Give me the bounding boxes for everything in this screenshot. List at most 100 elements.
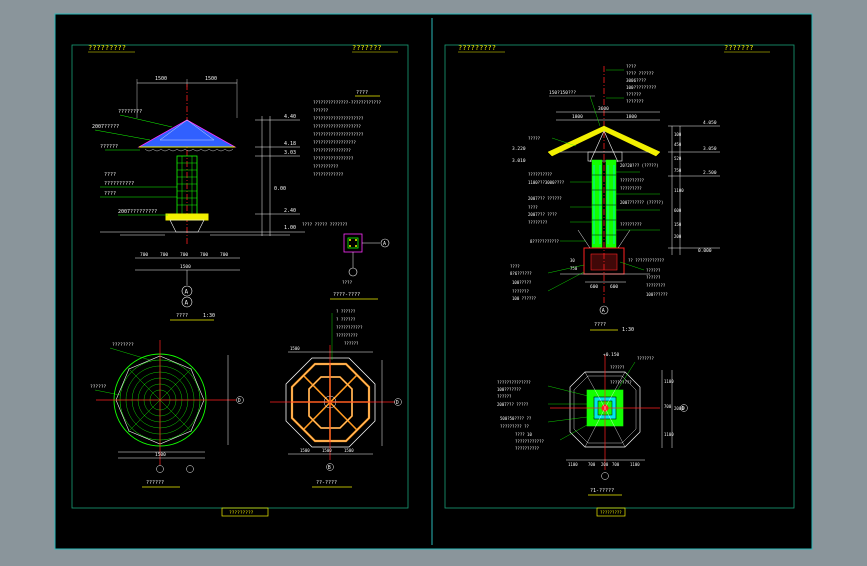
- plan-dim-right-1: 1100: [664, 379, 674, 384]
- right-callout-1: 20?20??? (?????): [620, 163, 659, 168]
- plan-dim-bottom-1: 1100: [568, 462, 578, 467]
- right-callout-10: 100??????: [646, 292, 668, 297]
- section-marker: A: [602, 308, 605, 314]
- right-callout-3: ?????????: [620, 186, 642, 191]
- base-plan-callout-4: ?????????: [336, 333, 358, 338]
- pavilion-plan: +0.150 ?????????????? 100??????? ?????? …: [497, 352, 688, 496]
- section-marker-1: A: [185, 289, 189, 296]
- base-plan-callout-1: ? ??????: [336, 309, 356, 314]
- left-callout-10: 8?6??????: [510, 271, 532, 276]
- left-title-block: [221, 507, 269, 517]
- right-callout-9: ????????: [646, 283, 666, 288]
- span-dim-right: 1800: [626, 114, 637, 120]
- plan-callout-left-4: 2007??? ?????: [497, 402, 529, 407]
- base-dim-total: 1500: [180, 264, 191, 270]
- left-header-left: ?????????: [88, 44, 126, 52]
- base-plan-dim-3: 1500: [344, 448, 354, 453]
- elevation-mark-1: 4.40: [284, 114, 296, 120]
- column-detail: ???? ????? ??????? A ???? ????-????: [302, 222, 390, 300]
- gallery-dim-1: 1500: [155, 76, 167, 82]
- vert-dim-10: 750: [570, 266, 578, 271]
- ridge-callout: 150?150???: [549, 90, 576, 96]
- top-callout-5: ??????: [626, 92, 642, 97]
- plan-marker: D: [682, 406, 685, 412]
- plan-callout-top-1: ???????: [637, 356, 654, 361]
- body-callout-1: ????: [104, 172, 116, 178]
- left-callout-9: ????: [510, 264, 520, 269]
- left-callout-3: 1100???3000????: [528, 180, 565, 185]
- vert-dim-4: 750: [674, 168, 682, 173]
- vert-dim-8: 200: [674, 234, 682, 239]
- umbrella-elevation: 1500 1500: [92, 76, 305, 321]
- plan-dim-bottom-2: 700: [588, 462, 596, 467]
- gallery-dim-2: 1500: [205, 76, 217, 82]
- base-plan: 1500 1500 1500 1500 ? ?????? ? ?????? ??…: [270, 309, 402, 488]
- section-title: ????: [176, 313, 188, 319]
- elevation-mark-3: 3.03: [284, 150, 296, 156]
- base-dim-5: 700: [220, 252, 228, 258]
- body-callout-4: 2007?????????: [118, 209, 157, 215]
- drawing-sheet: [54, 13, 813, 550]
- base-dim-2: 700: [160, 252, 168, 258]
- plan-callout-left-7: ???? 10: [515, 432, 532, 437]
- plan-dim-bottom-3: 200: [601, 462, 609, 467]
- right-callout-2: ??????????: [620, 178, 645, 183]
- roof-plan-callout-1: ????????: [112, 342, 134, 348]
- detail-title: ????-????: [333, 292, 360, 298]
- vert-dim-6: 600: [674, 208, 682, 213]
- top-callout-4: 100?????????: [626, 85, 657, 90]
- design-notes: ???? ??????????????-???????????? ?????? …: [313, 90, 382, 177]
- base-plan-title: ??-????: [316, 480, 337, 486]
- left-header-right: ???????: [352, 44, 382, 52]
- plan-callout-left-3: ??????: [497, 394, 512, 399]
- right-section-title: ????: [594, 322, 606, 328]
- span-dim-total: 3600: [598, 106, 609, 112]
- svg-text:A: A: [383, 241, 386, 247]
- roof-plan-marker: D: [238, 398, 241, 404]
- top-callout-3: 3006????: [626, 78, 647, 83]
- left-callout-8: 8???????????: [530, 239, 559, 244]
- base-dim-3: 700: [180, 252, 188, 258]
- base-plan-marker-b: B: [328, 465, 331, 471]
- right-title-block-text: ?????????: [600, 510, 622, 515]
- plan-callout-left-8: ????????????: [515, 439, 544, 444]
- elevation-3: 2.500: [703, 170, 717, 176]
- elevation-mark-5: 1.00: [284, 225, 296, 231]
- detail-note: ???? ????? ???????: [302, 222, 348, 227]
- note-line-5: ????????????????????: [313, 132, 364, 137]
- left-callout-4: 2007??? ??????: [528, 196, 562, 201]
- left-callout-12: ???????: [512, 289, 529, 294]
- left-callout-5: ????: [528, 205, 538, 210]
- plan-callout-left-2: 100???????: [497, 387, 522, 392]
- base-dim-4: 700: [200, 252, 208, 258]
- left-callout-1: ?????: [528, 136, 541, 141]
- left-callout-2: ??????????: [528, 172, 553, 177]
- note-line-7: ???????????????: [313, 148, 351, 153]
- left-sheet: ????????? ??????? 1500 1500: [71, 44, 409, 517]
- left-callout-11: 100?????: [512, 280, 532, 285]
- right-section-scale: 1:30: [622, 327, 634, 333]
- base-dim-1: 700: [140, 252, 148, 258]
- vert-dim-3: 520: [674, 156, 682, 161]
- right-sheet: ????????? ??????? 3600 1800 1800: [444, 44, 795, 517]
- top-callout-6: ???????: [626, 99, 644, 104]
- left-elev-2: 3.010: [512, 158, 526, 164]
- section-marker-2: A: [185, 300, 189, 307]
- vert-dim-2: 450: [674, 142, 682, 147]
- right-callout-7: ??????: [646, 268, 661, 273]
- roof-plan-callout-2: ??????: [90, 384, 107, 390]
- elevation-2: 3.050: [703, 146, 717, 152]
- plan-callout-top-2: ??????: [610, 365, 625, 370]
- base-plan-dim-2: 1500: [322, 448, 332, 453]
- plan-dim-right-total: 2000: [674, 406, 684, 411]
- top-callout-2: ???? ??????: [626, 71, 654, 76]
- plan-dim-bottom-4: 700: [612, 462, 620, 467]
- right-callout-8: ??????: [646, 275, 661, 280]
- right-callout-4: 2007?????? (?????): [620, 200, 663, 205]
- roof-plan-title: ??????: [146, 480, 164, 486]
- vert-dim-5: 1100: [674, 188, 684, 193]
- roof-plan: ???????? ?????? 1500 D ??????: [90, 340, 244, 488]
- note-line-9: ??????????: [313, 164, 339, 169]
